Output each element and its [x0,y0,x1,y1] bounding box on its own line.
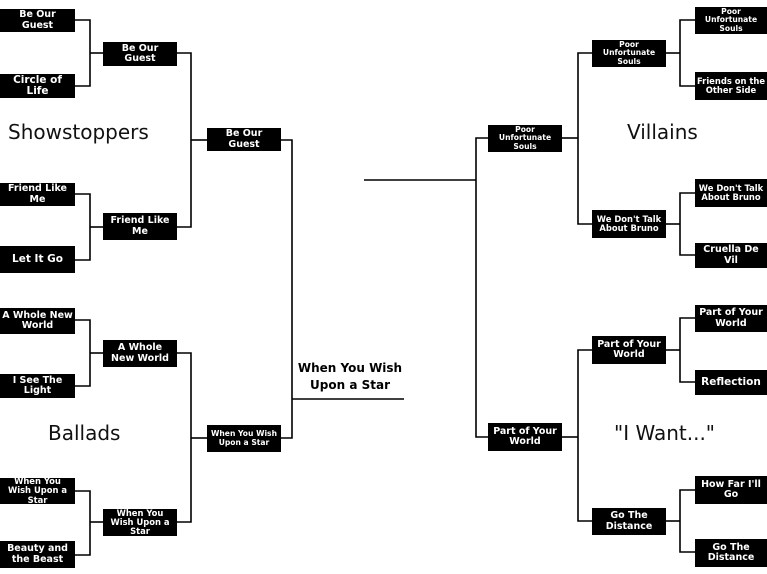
bracket-connector [577,52,592,225]
bracket-connector [577,349,592,522]
bracket-connector [75,193,91,261]
category-showstoppers: Showstoppers [8,120,149,144]
right-r1-slot-6: Reflection [695,370,767,395]
right-r2-slot-1: Poor Unfortunate Souls [592,40,666,67]
bracket-connector [679,192,695,256]
left-r1-slot-1: Be Our Guest [0,9,75,32]
bracket-connector [177,352,192,523]
bracket-connector [679,317,695,383]
left-r1-slot-5: A Whole New World [0,308,75,334]
right-r2-slot-2: We Don't Talk About Bruno [592,210,666,238]
champion-label: When You Wish Upon a Star [297,361,403,393]
bracket-connector [177,52,192,228]
right-r3-slot-2: Part of Your World [488,423,562,451]
bracket-connector [475,137,488,438]
right-r1-slot-8: Go The Distance [695,539,767,567]
right-r1-slot-2: Friends on the Other Side [695,72,767,100]
bracket-connector [281,139,293,439]
left-r2-slot-2: Friend Like Me [103,213,177,240]
bracket-connector [75,319,91,387]
left-r1-slot-3: Friend Like Me [0,183,75,206]
right-r1-slot-1: Poor Unfortunate Souls [695,7,767,34]
left-r1-slot-7: When You Wish Upon a Star [0,478,75,504]
category-ballads: Ballads [48,421,121,445]
right-r1-slot-3: We Don't Talk About Bruno [695,179,767,207]
bracket-connector [679,19,695,87]
category-villains: Villains [627,120,698,144]
left-r3-slot-2: When You Wish Upon a Star [207,425,281,452]
right-r1-slot-7: How Far I'll Go [695,476,767,504]
bracket-connector [75,490,91,556]
left-r2-slot-4: When You Wish Upon a Star [103,509,177,536]
left-r1-slot-2: Circle of Life [0,74,75,98]
bracket-connector [679,489,695,553]
left-r3-slot-1: Be Our Guest [207,128,281,151]
left-r1-slot-4: Let It Go [0,246,75,273]
right-r2-slot-3: Part of Your World [592,336,666,364]
category-i-want: "I Want..." [614,421,715,445]
bracket-connector [75,19,91,87]
right-r2-slot-4: Go The Distance [592,508,666,535]
right-r1-slot-4: Cruella De Vil [695,243,767,268]
right-r1-slot-5: Part of Your World [695,305,767,332]
right-r3-slot-1: Poor Unfortunate Souls [488,125,562,152]
left-r2-slot-3: A Whole New World [103,340,177,367]
left-r1-slot-6: I See The Light [0,374,75,398]
left-r1-slot-8: Beauty and the Beast [0,541,75,568]
left-r2-slot-1: Be Our Guest [103,42,177,66]
